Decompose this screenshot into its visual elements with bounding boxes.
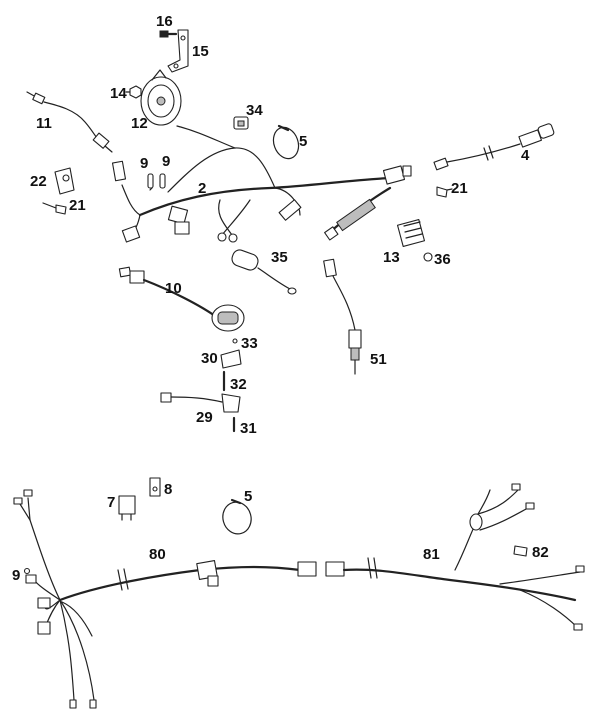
sensor-29-part bbox=[160, 392, 241, 413]
callout-7-label: 7 bbox=[107, 494, 116, 511]
regulator-13-part bbox=[396, 218, 426, 248]
callout-10-label: 10 bbox=[165, 280, 182, 297]
nut-14-part bbox=[125, 85, 142, 99]
callout-34-label: 34 bbox=[246, 102, 263, 119]
leader-lines bbox=[42, 187, 453, 209]
callout-81-label: 81 bbox=[423, 546, 440, 563]
callout-30-label: 30 bbox=[201, 350, 218, 367]
washer-33-part bbox=[232, 338, 238, 344]
connector-pins-9-part bbox=[147, 173, 166, 189]
cable-tie-5-part bbox=[272, 124, 300, 160]
callout-8-label: 8 bbox=[164, 481, 173, 498]
callout-29-label: 29 bbox=[196, 409, 213, 426]
callout-9-label: 9 bbox=[140, 155, 149, 172]
callout-33-label: 33 bbox=[241, 335, 258, 352]
callout-82-label: 82 bbox=[532, 544, 549, 561]
callout-15-label: 15 bbox=[192, 43, 209, 60]
callout-80-label: 80 bbox=[149, 546, 166, 563]
block-30-part bbox=[220, 349, 242, 369]
callout-36-label: 36 bbox=[434, 251, 451, 268]
callout-12-label: 12 bbox=[131, 115, 148, 132]
sensor-51-part bbox=[323, 258, 362, 375]
callout-5-label: 5 bbox=[299, 133, 308, 150]
harness-81-part bbox=[325, 483, 585, 631]
callout-4-label: 4 bbox=[521, 147, 530, 164]
sensor-lead-11-part bbox=[26, 91, 113, 153]
pin-9-lower-part bbox=[23, 567, 31, 575]
harness-80-part bbox=[13, 489, 317, 709]
switch-10-part bbox=[118, 266, 245, 332]
callout-32-label: 32 bbox=[230, 376, 247, 393]
main-harness-2-part bbox=[111, 125, 412, 243]
callout-16-label: 16 bbox=[156, 13, 173, 30]
bracket-22-part bbox=[54, 167, 75, 195]
callout-2-label: 2 bbox=[198, 180, 207, 197]
callout-51-label: 51 bbox=[370, 351, 387, 368]
bolt-36-part bbox=[423, 252, 433, 262]
bracket-15-part bbox=[167, 29, 189, 73]
callout-31-label: 31 bbox=[240, 420, 257, 437]
horn-12-part bbox=[140, 69, 182, 126]
callout-9-label-3: 9 bbox=[12, 567, 21, 584]
callout-21-label: 21 bbox=[69, 197, 86, 214]
relay-7-part bbox=[118, 495, 136, 521]
lead-4-part bbox=[433, 123, 555, 171]
clip-34-part bbox=[233, 116, 249, 130]
callout-11-label: 11 bbox=[36, 115, 52, 132]
cable-tie-5-lower-part bbox=[222, 498, 252, 535]
coil-35-part bbox=[231, 249, 297, 295]
clip-21-part bbox=[55, 186, 448, 215]
callout-13-label: 13 bbox=[383, 249, 400, 266]
callout-22-label: 22 bbox=[30, 173, 47, 190]
bracket-8-part bbox=[149, 477, 161, 497]
callout-14-label: 14 bbox=[110, 85, 127, 102]
callout-9-label-2: 9 bbox=[162, 153, 171, 170]
callout-35-label: 35 bbox=[271, 249, 288, 266]
callout-5-label-2: 5 bbox=[244, 488, 253, 505]
screw-16-part bbox=[159, 30, 178, 38]
callout-21-label-2: 21 bbox=[451, 180, 468, 197]
clip-82-part bbox=[513, 545, 528, 557]
